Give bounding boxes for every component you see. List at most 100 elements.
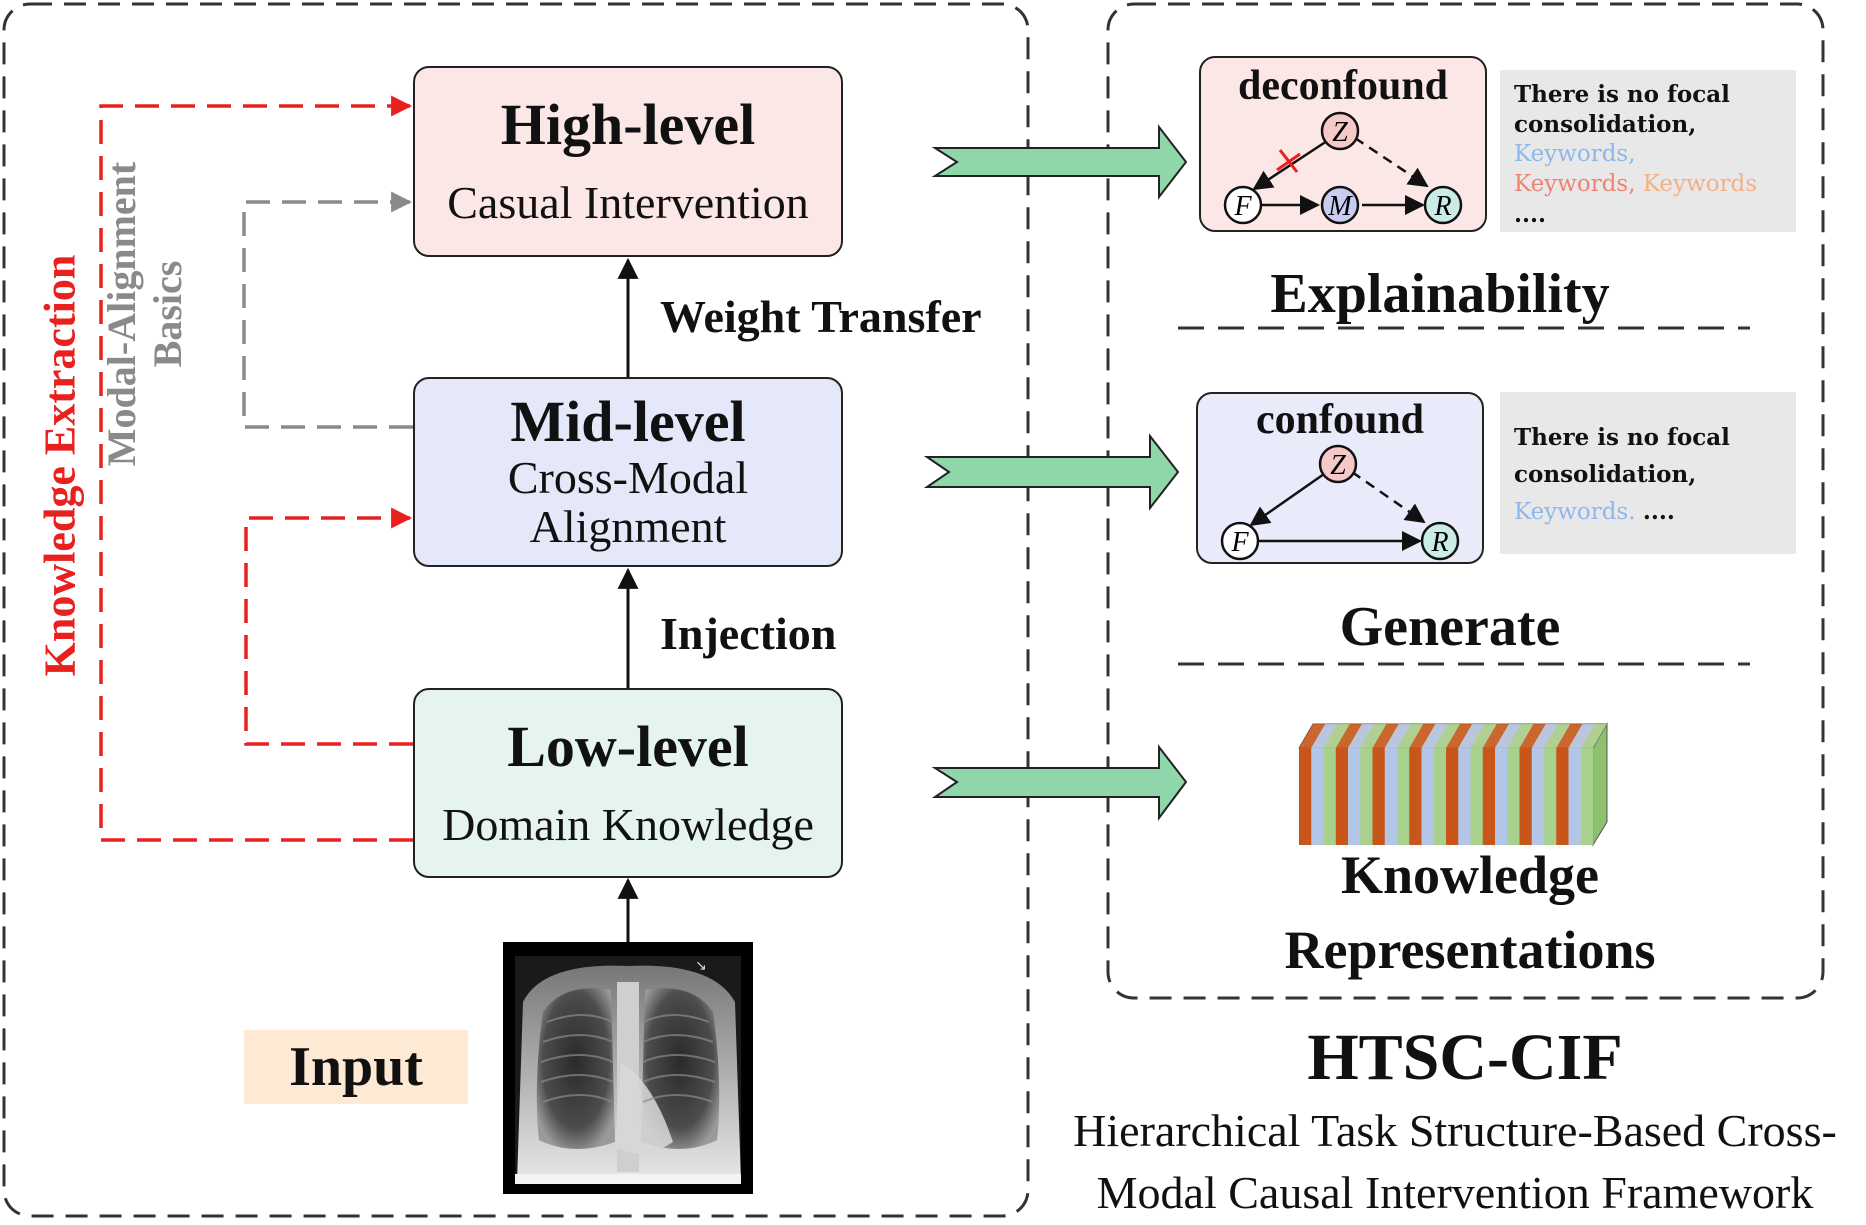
knowledge-stripe-top <box>1544 724 1571 748</box>
explain-note-keyword2: Keywords, <box>1514 170 1636 197</box>
knowledge-stripe-top <box>1323 724 1350 748</box>
mid-level-line1: Cross-Modal <box>507 451 749 503</box>
knowledge-stripe-top <box>1397 724 1424 748</box>
mid-level-line2: Alignment <box>529 501 727 553</box>
knowledge-stripe <box>1372 748 1386 845</box>
generate-note-line1: There is no focal <box>1514 424 1730 451</box>
knowledge-stripe <box>1495 748 1508 845</box>
generate-note-keyword1: Keywords. <box>1514 498 1636 525</box>
big-arrow-generate <box>923 433 1180 511</box>
explain-note-line2: consolidation, <box>1514 110 1697 138</box>
input-label: Input <box>244 1030 468 1104</box>
knowledge-stripe-top <box>1568 724 1595 748</box>
knowledge-stripe <box>1556 748 1569 845</box>
modal-alignment-path <box>242 191 413 429</box>
knowledge-stripe-top <box>1384 724 1411 748</box>
knowledge-stripe-top <box>1458 724 1485 748</box>
knowledge-extraction-path-inner <box>244 507 413 746</box>
knowledge-stripe-top <box>1556 724 1583 748</box>
explain-note-line1: There is no focal <box>1514 81 1730 108</box>
knowledge-stripe <box>1531 748 1545 845</box>
knowledge-extraction-label: Knowledge Extraction <box>35 254 85 677</box>
knowledge-stripe-top <box>1580 724 1607 748</box>
framework-name-line2: Modal Causal Intervention Framework <box>1096 1167 1814 1219</box>
node-r-label: R <box>1430 527 1448 558</box>
knowledge-stripe <box>1335 748 1349 845</box>
knowledge-stripe <box>1446 748 1459 845</box>
weight-transfer-label: Weight Transfer <box>660 291 982 342</box>
knowledge-stripe <box>1348 748 1361 845</box>
knowledge-stripe-top <box>1409 724 1436 748</box>
knowledge-representation-block <box>1298 722 1608 847</box>
knowledge-stripe-top <box>1433 724 1460 748</box>
explainability-heading: Explainability <box>1270 263 1610 325</box>
big-arrow-explain <box>931 124 1188 200</box>
knowledge-stripe <box>1323 748 1337 845</box>
node-z <box>1320 111 1360 151</box>
generate-note-ellipsis: .... <box>1642 497 1675 525</box>
knowledge-stripe <box>1433 748 1447 845</box>
knowledge-extraction-path-outer <box>99 95 413 842</box>
low-level-subtitle: Domain Knowledge <box>442 798 814 850</box>
big-arrow-knowledge <box>931 744 1188 821</box>
knowledge-stripe-top <box>1507 724 1534 748</box>
knowledge-stripe <box>1360 748 1373 845</box>
node-z <box>1318 444 1358 484</box>
node-f <box>1223 185 1263 225</box>
knowledge-stripe-top <box>1299 724 1326 748</box>
knowledge-representations-heading: Knowledge Representations <box>1180 838 1760 987</box>
node-r <box>1420 521 1460 561</box>
knowledge-heading-line1: Knowledge <box>1340 845 1599 905</box>
knowledge-stripe-top <box>1335 724 1362 748</box>
knowledge-heading-line2: Representations <box>1284 919 1656 980</box>
knowledge-stripe <box>1519 748 1533 845</box>
deconfound-title: deconfound <box>1237 63 1449 109</box>
modal-alignment-label: Modal-Alignment Basics <box>99 144 191 484</box>
knowledge-stripe <box>1311 748 1324 845</box>
node-r-label: R <box>1433 191 1451 222</box>
knowledge-stripe <box>1384 748 1398 845</box>
generate-heading: Generate <box>1339 596 1561 658</box>
knowledge-stripe-top <box>1446 724 1473 748</box>
knowledge-stripe-top <box>1421 724 1448 748</box>
deconfound-graph-box: deconfound Z F M R <box>1199 56 1487 232</box>
right-panel-border <box>1106 2 1825 1000</box>
knowledge-stripe-top <box>1470 724 1497 748</box>
framework-acronym: HTSC-CIF <box>1307 1021 1623 1094</box>
node-m <box>1320 185 1360 225</box>
deconfound-graph: Z F M R <box>1223 111 1463 225</box>
node-f-label: F <box>1233 191 1252 222</box>
knowledge-stripe-top <box>1360 724 1387 748</box>
injection-label: Injection <box>660 608 837 659</box>
framework-full-name: Hierarchical Task Structure-Based Cross-… <box>1040 1100 1866 1224</box>
confound-graph: Z F R <box>1220 444 1460 561</box>
knowledge-stripe <box>1421 748 1435 845</box>
low-level-box: Low-level Domain Knowledge <box>413 688 843 878</box>
knowledge-stripe-top <box>1311 724 1338 748</box>
confound-title: confound <box>1255 397 1425 443</box>
knowledge-stripe-top <box>1348 724 1375 748</box>
knowledge-stripe <box>1458 748 1471 845</box>
node-f <box>1220 521 1260 561</box>
high-level-box: High-level Casual Intervention <box>413 66 843 257</box>
knowledge-stripe <box>1544 748 1557 845</box>
modal-alignment-line2: Basics <box>145 260 190 368</box>
knowledge-stripe <box>1568 748 1582 845</box>
node-m-label: M <box>1327 191 1353 222</box>
knowledge-stripe <box>1299 748 1312 845</box>
generate-note: There is no focal consolidation, Keyword… <box>1500 392 1796 554</box>
chest-xray-image: ↘ <box>503 942 753 1194</box>
svg-text:↘: ↘ <box>695 958 707 974</box>
node-f-label: F <box>1230 527 1249 558</box>
knowledge-stripe <box>1470 748 1484 845</box>
knowledge-stripe <box>1397 748 1410 845</box>
node-r <box>1423 185 1463 225</box>
node-z-label: Z <box>1330 450 1346 481</box>
knowledge-stripe-top <box>1482 724 1509 748</box>
knowledge-stripe-top <box>1519 724 1546 748</box>
explain-note-keyword1: Keywords, <box>1514 140 1636 167</box>
knowledge-stripe <box>1409 748 1422 845</box>
mid-level-box: Mid-level Cross-Modal Alignment <box>413 377 843 567</box>
knowledge-stripe <box>1507 748 1520 845</box>
